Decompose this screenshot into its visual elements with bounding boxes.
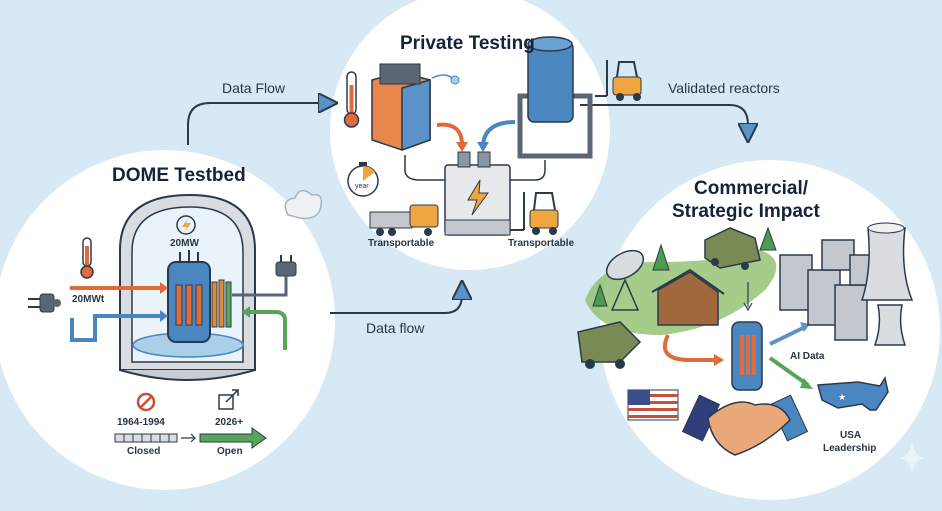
timer-label: year — [355, 183, 369, 190]
reactor-core-icon — [167, 250, 211, 343]
us-flag-icon — [627, 389, 679, 421]
connector-line — [510, 160, 546, 181]
fuel-rods-icon — [211, 279, 232, 328]
cabin-icon — [651, 268, 725, 326]
microreactor-icon — [731, 321, 763, 391]
steam-plug-icon — [232, 189, 323, 297]
usa-map-icon: ★ — [817, 376, 889, 411]
tree-icon — [759, 226, 777, 251]
transport-label-2: Transportable — [508, 238, 575, 249]
dome-power-electric: 20MW — [170, 238, 199, 249]
validated-reactors-arrow — [580, 104, 748, 135]
data-flow-top-arrow — [187, 103, 330, 145]
handshake-icon — [681, 394, 809, 456]
edge-label-data-flow-bottom: Data flow — [366, 320, 425, 336]
satellite-dish-icon — [605, 249, 645, 311]
impact-title-line1: Commercial/ — [694, 178, 809, 199]
generator-module-icon — [444, 151, 511, 236]
reactor-vessel-icon — [517, 36, 593, 159]
open-external-icon — [218, 389, 239, 410]
ai-data-arrow — [769, 325, 806, 346]
usa-label-line1: USA — [840, 430, 862, 441]
cold-feed-arrow — [481, 120, 516, 146]
hot-feed-arrow — [436, 122, 464, 146]
data-center-servers-icon — [779, 239, 883, 341]
military-vehicle-icon — [577, 321, 642, 369]
private-title: Private Testing — [400, 33, 535, 54]
transport-label-1: Transportable — [368, 238, 435, 249]
thermometer-icon — [80, 237, 94, 279]
feed-arrow — [662, 334, 718, 362]
dome-power-thermal: 20MWt — [72, 294, 105, 305]
tree-icon — [652, 243, 670, 271]
closed-icon — [136, 392, 156, 412]
coolant-input-arrow — [70, 314, 165, 342]
tree-icon — [592, 283, 608, 307]
open-timeline-arrow — [199, 427, 267, 449]
closed-timeline-bar — [114, 433, 178, 443]
data-flow-bottom-arrow — [330, 288, 462, 314]
timeline-future-years: 2026+ — [215, 417, 244, 428]
connector-line — [404, 155, 445, 181]
edge-label-data-flow-top: Data Flow — [222, 80, 286, 96]
timeline-past-years: 1964-1994 — [117, 417, 165, 428]
forklift-icon — [510, 192, 559, 235]
edge-label-validated-reactors: Validated reactors — [668, 80, 780, 96]
svg-text:★: ★ — [838, 392, 846, 402]
heat-exchanger-icon — [371, 63, 431, 152]
ai-data-label: AI Data — [790, 351, 825, 362]
return-flow-arrow — [248, 310, 287, 350]
wind-water-icon — [431, 74, 460, 85]
dome-title: DOME Testbed — [112, 165, 246, 186]
stopwatch-icon — [347, 162, 379, 197]
impact-node-circle — [600, 160, 940, 500]
impact-title-line2: Strategic Impact — [672, 201, 820, 222]
timeline-future-status: Open — [217, 446, 243, 457]
forklift-icon — [595, 60, 642, 101]
timeline-past-status: Closed — [127, 446, 161, 457]
power-bolt-icon — [176, 215, 196, 235]
timeline-arrow-icon — [181, 433, 196, 443]
sparkle-icon — [900, 442, 924, 474]
cooling-tower-icon — [860, 222, 914, 346]
usa-label-line2: Leadership — [823, 443, 877, 454]
leadership-arrow — [768, 356, 810, 387]
truck-icon — [369, 204, 439, 236]
suv-vehicle-icon — [704, 227, 761, 270]
power-plug-left-icon — [28, 293, 61, 313]
thermometer-icon — [343, 71, 360, 128]
